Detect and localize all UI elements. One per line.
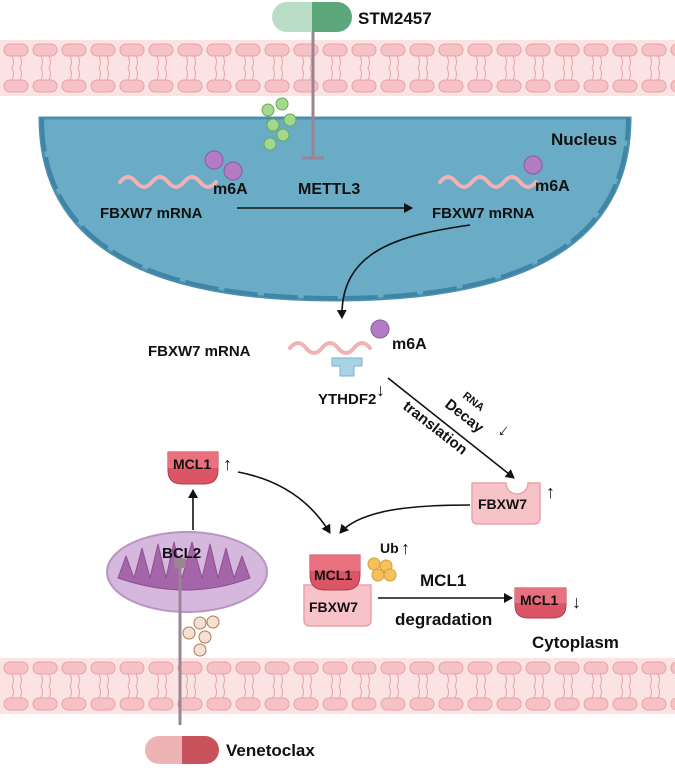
- translation-arrow: [387, 377, 515, 479]
- mcl1-to-complex-arrow: [237, 471, 331, 534]
- complex-fbxw7-label: FBXW7: [309, 599, 358, 615]
- ythdf2-label: YTHDF2: [318, 391, 376, 408]
- m6a-left-dot-2: [223, 161, 243, 181]
- m6a-left-dot-1: [204, 150, 224, 170]
- stm2457-label: STM2457: [358, 9, 432, 28]
- export-curve-arrow: [336, 224, 471, 319]
- venetoclax-pill-icon: [145, 736, 219, 764]
- bcl2-binding-cap: [174, 558, 186, 568]
- cytoplasm-label: Cytoplasm: [532, 633, 619, 652]
- cyto-mrna-strand: [288, 341, 372, 355]
- m6a-right-dot: [523, 155, 543, 175]
- venetoclax-molecules-icon: [182, 615, 220, 657]
- fbxw7-protein-icon: [471, 482, 541, 525]
- mitochondrion-icon: [106, 531, 268, 613]
- mcl1-top-up-arrow: ↑: [223, 454, 232, 474]
- top-membrane: [0, 40, 675, 96]
- mcl1-degraded-icon: [514, 587, 567, 619]
- mettl3-label: METTL3: [298, 181, 360, 198]
- fbxw7-up-arrow: ↑: [546, 482, 555, 502]
- ubiquitin-icon: [367, 557, 397, 582]
- nucleus-label: Nucleus: [551, 130, 617, 149]
- mrna-left-strand: [118, 175, 218, 189]
- fbxw7-to-complex-arrow: [339, 504, 471, 534]
- mcl1-top-label: MCL1: [173, 456, 211, 472]
- mettl3-complex-icon: [261, 97, 297, 151]
- bcl2-label: BCL2: [162, 545, 201, 562]
- ythdf2-down-arrow: ↓: [376, 380, 385, 400]
- mrna-left-label: FBXW7 mRNA: [100, 205, 203, 222]
- m6a-right-label: m6A: [535, 178, 570, 195]
- m6a-left-label: m6A: [213, 181, 248, 198]
- mcl1-down-arrow: ↓: [572, 592, 581, 612]
- mcl1-fbxw7-complex-icon: [303, 554, 372, 627]
- ub-label: Ub: [380, 540, 399, 556]
- mrna-right-label: FBXW7 mRNA: [432, 205, 535, 222]
- degradation-line1: MCL1: [420, 571, 466, 590]
- fbxw7-protein-label: FBXW7: [478, 496, 527, 512]
- complex-mcl1-label: MCL1: [314, 567, 352, 583]
- ub-up-arrow: ↑: [401, 538, 410, 558]
- cyto-m6a-dot: [370, 319, 390, 339]
- venetoclax-label: Venetoclax: [226, 741, 315, 760]
- cyto-mrna-label: FBXW7 mRNA: [148, 343, 251, 360]
- mcl1-degraded-label: MCL1: [520, 592, 558, 608]
- bottom-membrane: [0, 658, 675, 714]
- decay-down-arrow: ↓: [495, 419, 514, 440]
- nucleus: [38, 116, 632, 302]
- ythdf2-reader-icon: [331, 357, 363, 377]
- mrna-right-strand: [438, 175, 538, 189]
- cyto-m6a-label: m6A: [392, 336, 427, 353]
- mcl1-top-icon: [167, 451, 219, 485]
- stm2457-pill-icon: [272, 2, 352, 32]
- degradation-line2: degradation: [395, 610, 492, 629]
